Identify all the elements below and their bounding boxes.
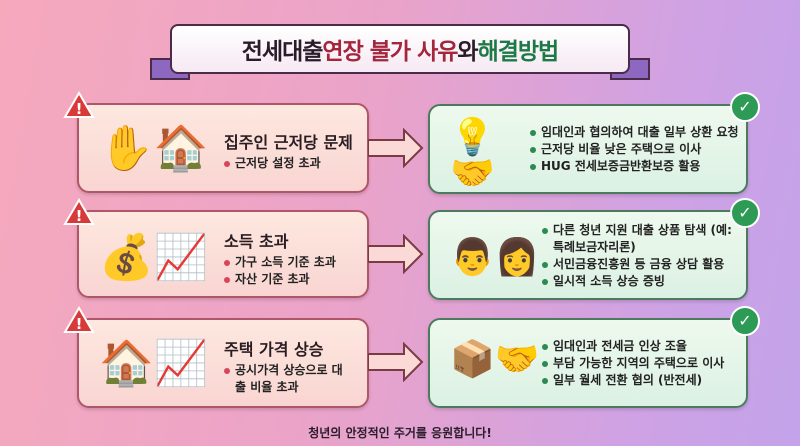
svg-text:!: ! (76, 207, 83, 225)
solution-card-2: ✓ 👨👩 다른 청년 지원 대출 상품 탐색 (예: 특례보금자리론) 서민금융… (428, 198, 760, 300)
arrow-right-icon (368, 234, 424, 274)
warning-icon: ! (63, 306, 95, 333)
solution-card-1: ✓ 💡🤝 임대인과 협의하여 대출 일부 상환 요청 근저당 비율 낮은 주택으… (428, 92, 760, 194)
solution-bullet: 근저당 비율 낮은 주택으로 이사 (530, 141, 739, 158)
consultation-icon: 👨👩 (450, 237, 540, 278)
check-icon: ✓ (730, 198, 760, 228)
solution-bullet: 일부 월세 전환 협의 (반전세) (542, 372, 724, 389)
problem-card-2: ! 💰📈 소득 초과 가구 소득 기준 초과 자산 기준 초과 (63, 198, 369, 298)
solution-bullet: 다른 청년 지원 대출 상품 탐색 (예: 특례보금자리론) (542, 222, 732, 256)
solution-bullet: 임대인과 전세금 인상 조율 (542, 338, 724, 355)
title-highlight-green: 해결방법 (477, 39, 560, 65)
solution-bullet: 서민금융진흥원 등 금융 상담 활용 (542, 256, 732, 273)
problem-bullet: 근저당 설정 초과 (224, 155, 321, 172)
arrow-right-icon (368, 128, 424, 168)
solution-card-3: ✓ 📦🤝 임대인과 전세금 인상 조율 부담 가능한 지역의 주택으로 이사 일… (428, 306, 760, 408)
solution-bullet: 임대인과 협의하여 대출 일부 상환 요청 (530, 124, 739, 141)
solution-bullet: 일시적 소득 상승 증빙 (542, 273, 732, 290)
solution-bullet: HUG 전세보증금반환보증 활용 (530, 158, 739, 175)
page-title: 전세대출 연장 불가 사유 와 해결방법 (170, 24, 630, 74)
problem-heading: 소득 초과 (224, 232, 289, 251)
warning-icon: ! (63, 91, 95, 118)
title-highlight-red: 연장 불가 사유 (322, 39, 458, 65)
solution-bullet: 부담 가능한 지역의 주택으로 이사 (542, 355, 724, 372)
svg-text:!: ! (76, 315, 83, 333)
problem-heading: 집주인 근저당 문제 (224, 133, 353, 152)
title-part: 와 (457, 39, 478, 65)
title-part: 전세대출 (241, 39, 324, 65)
problem-card-1: ! ✋🏠 집주인 근저당 문제 근저당 설정 초과 (63, 91, 369, 193)
warning-icon: ! (63, 198, 95, 225)
problem-bullet: 자산 기준 초과 (224, 271, 336, 288)
check-icon: ✓ (730, 306, 760, 336)
house-rising-icon: 🏠📈 (99, 338, 209, 389)
footer-message: 청년의 안정적인 주거를 응원합니다! (308, 426, 492, 440)
problem-bullet: 공시가격 상승으로 대출 비율 초과 (224, 362, 344, 396)
problem-card-3: ! 🏠📈 주택 가격 상승 공시가격 상승으로 대출 비율 초과 (63, 306, 369, 408)
check-icon: ✓ (730, 92, 760, 122)
money-chart-icon: 💰📈 (99, 232, 209, 283)
boxes-handshake-icon: 📦🤝 (450, 339, 540, 380)
problem-heading: 주택 가격 상승 (224, 340, 324, 359)
house-lock-icon: ✋🏠 (99, 123, 209, 174)
handshake-idea-icon: 💡🤝 (450, 117, 495, 194)
problem-bullet: 가구 소득 기준 초과 (224, 254, 336, 271)
arrow-right-icon (368, 342, 424, 382)
svg-text:!: ! (76, 100, 83, 118)
